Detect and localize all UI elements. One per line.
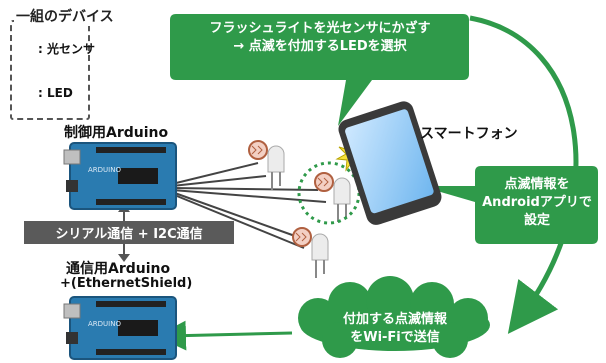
top-callout-text: フラッシュライトを光センサにかざす → 点滅を付加するLEDを選択	[172, 20, 468, 56]
cloud-line2: をWi-Fiで送信	[350, 330, 440, 345]
comm-arduino-board: ARDUINO	[63, 296, 177, 360]
legend-led-label: : LED	[38, 86, 73, 100]
comm-arduino-label-line2: +(EthernetShield)	[60, 276, 193, 291]
right-callout-line3: 設定	[523, 213, 550, 228]
big-arc-arrow	[469, 15, 579, 334]
serial-bar: シリアル通信 + I2C通信	[24, 221, 234, 244]
sensor-led-group-3	[292, 227, 329, 278]
board-label-1: ARDUINO	[88, 166, 121, 174]
cloud-line1: 付加する点滅情報	[342, 312, 447, 327]
smartphone-label: スマートフォン	[420, 126, 518, 142]
cloud-shape	[298, 276, 490, 358]
control-arduino-label: 制御用Arduino	[64, 125, 169, 141]
legend-sensor-label: : 光センサ	[38, 42, 95, 56]
cloud-to-arduino-arrow	[156, 320, 293, 351]
top-callout-shape	[170, 14, 469, 126]
sensor-led-group-2	[314, 172, 351, 222]
cloud-text: 付加する点滅情報 をWi-Fiで送信	[305, 311, 485, 347]
board-label-2: ARDUINO	[88, 320, 121, 328]
legend-title: 一組のデバイス	[14, 6, 116, 26]
smartphone	[338, 101, 442, 225]
top-callout-line2: → 点滅を付加するLEDを選択	[233, 39, 407, 54]
right-callout-shape	[420, 166, 598, 244]
right-callout-line1: 点滅情報を	[504, 177, 570, 192]
right-callout-text: 点滅情報を Androidアプリで 設定	[476, 176, 598, 230]
comm-arduino-label-line1: 通信用Arduino	[66, 261, 171, 277]
sensor-led-group-1	[248, 140, 285, 190]
control-arduino-board: ARDUINO	[63, 142, 177, 210]
right-callout-line2: Androidアプリで	[482, 195, 592, 210]
top-callout-line1: フラッシュライトを光センサにかざす	[209, 21, 431, 36]
legend-box	[10, 20, 90, 120]
